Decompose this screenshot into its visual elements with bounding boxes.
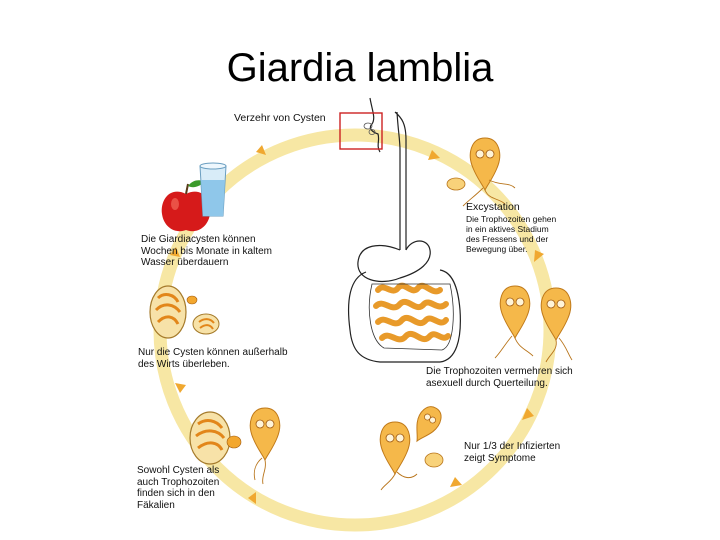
arrow-3 [522, 408, 534, 420]
label-survival-line: Wochen bis Monate in kaltem [141, 245, 272, 257]
apple-icon [161, 180, 211, 232]
trophozoite-icon [462, 137, 516, 207]
cyst-icon [186, 295, 198, 305]
label-excystation-line: in ein aktives Stadium [466, 224, 549, 234]
small-intestine [373, 282, 451, 343]
label-excystation-body: Die Trophozoiten gehen in ein aktives St… [466, 214, 556, 254]
label-symptoms-line: zeigt Symptome [464, 452, 536, 464]
arrow-1 [428, 150, 440, 160]
label-excystation-line: Die Trophozoiten gehen [466, 214, 557, 224]
label-feces-line: finden sich in den [137, 488, 215, 499]
label-survival-line: Wasser überdauern [141, 257, 229, 268]
trophozoite-icon [540, 287, 573, 363]
label-excystation-line: des Fressens und der [466, 234, 549, 244]
cyst-icon [424, 452, 444, 468]
label-outside-line: Nur die Cysten können außerhalb [138, 347, 288, 358]
label-excystation-heading: Excystation [466, 201, 520, 213]
label-feces-line: Sowohl Cysten als [137, 465, 220, 476]
label-replication: Die Trophozoiten vermehren sich asexuell… [426, 366, 573, 389]
label-outside-host: Nur die Cysten können außerhalb des Wirt… [138, 347, 288, 370]
trophozoite-icon [379, 421, 418, 491]
trophozoite-icon [249, 407, 281, 485]
label-feces-line: auch Trophozoiten [137, 476, 220, 488]
label-feces: Sowohl Cysten als auch Trophozoiten find… [137, 465, 219, 511]
page-title: Giardia lamblia [226, 46, 494, 90]
label-symptoms-line: Nur 1/3 der Infizierten [464, 441, 561, 452]
small-intestine-outline [368, 283, 454, 351]
cyst-icon [149, 285, 187, 339]
cycle-arrows [170, 145, 544, 504]
label-symptoms: Nur 1/3 der Infizierten zeigt Symptome [464, 441, 560, 464]
cyst-icon [446, 177, 466, 191]
label-replication-line: Die Trophozoiten vermehren sich [426, 366, 573, 377]
esophagus [394, 111, 407, 250]
arrow-6 [175, 383, 186, 393]
water-glass-icon [199, 162, 227, 217]
label-replication-line: asexuell durch Querteilung. [426, 377, 548, 389]
cyst-icons [149, 285, 242, 465]
cyst-icon [363, 122, 376, 135]
label-ingestion: Verzehr von Cysten [234, 112, 326, 124]
label-survival: Die Giardiacysten können Wochen bis Mona… [141, 234, 272, 269]
arrow-4 [450, 477, 462, 487]
arrow-5 [248, 492, 256, 504]
cyst-icon [226, 435, 242, 449]
stomach [357, 240, 431, 283]
ingestion-marker [339, 112, 383, 150]
trophozoite-icons [249, 137, 573, 491]
arrow-2 [534, 250, 544, 262]
label-outside-line: des Wirts überleben. [138, 358, 230, 370]
label-excystation-line: Bewegung über. [466, 244, 528, 254]
arrow-7 [170, 247, 180, 257]
trophozoite-icon [494, 285, 534, 359]
large-intestine [347, 269, 461, 363]
arrow-8 [256, 145, 266, 155]
label-survival-line: Die Giardiacysten können [141, 234, 256, 245]
trophozoite-icon [416, 406, 442, 443]
cyst-icon [192, 313, 220, 335]
cyst-icon [189, 411, 231, 465]
label-feces-line: Fäkalien [137, 499, 175, 511]
